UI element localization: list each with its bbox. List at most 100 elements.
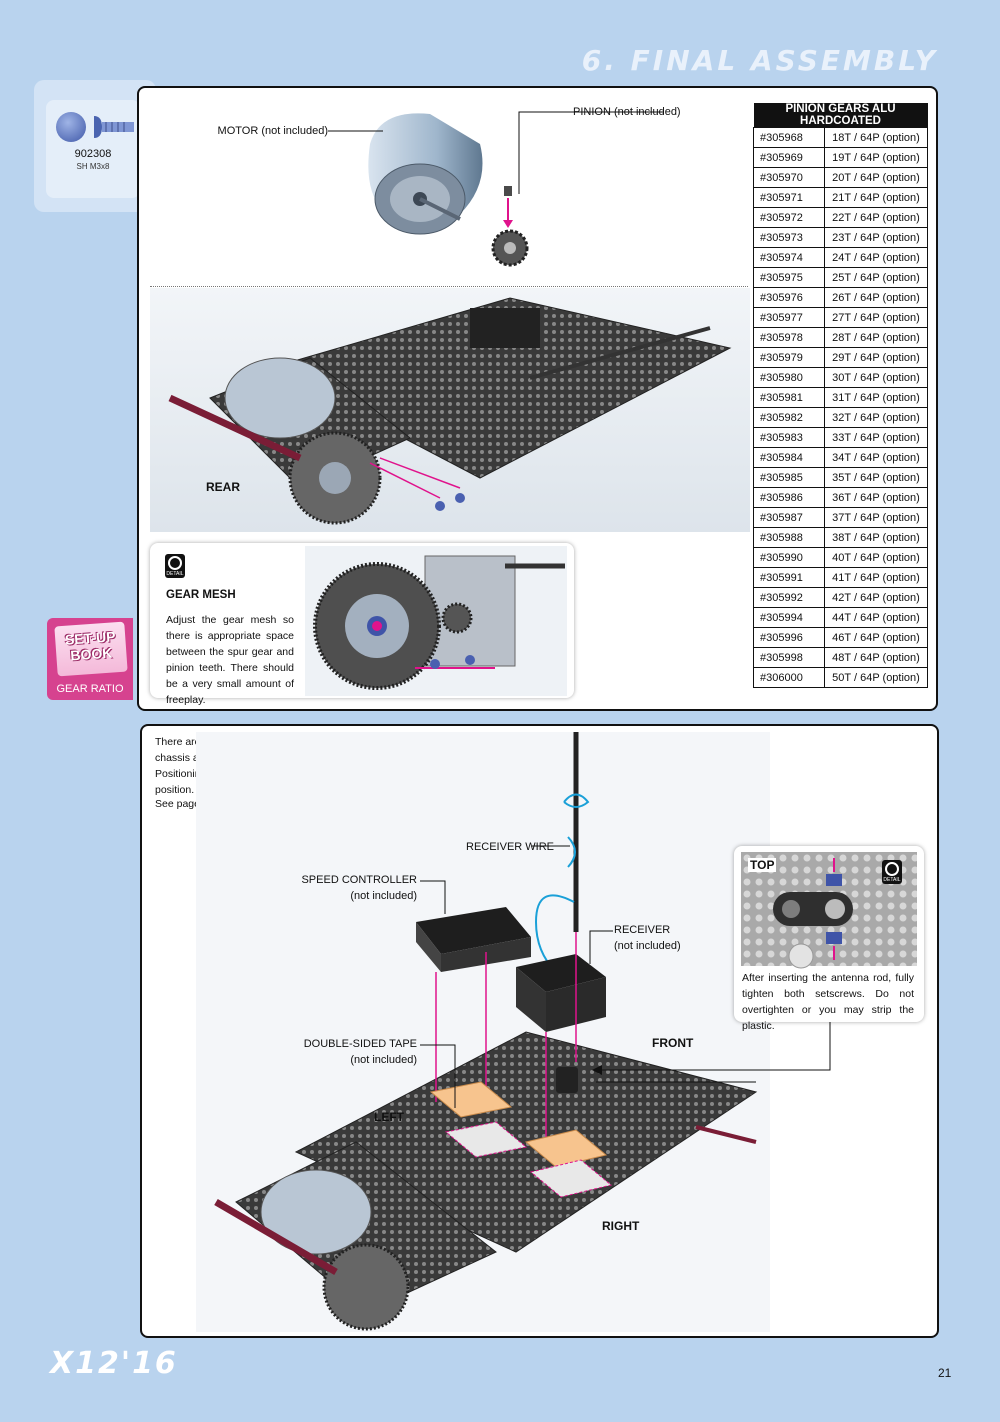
part-code-cell: #305991 bbox=[753, 567, 825, 588]
top-label: TOP bbox=[748, 858, 777, 872]
gear-spec-cell: 22T / 64P (option) bbox=[824, 207, 928, 228]
part-code-cell: #305986 bbox=[753, 487, 825, 508]
gear-spec-cell: 42T / 64P (option) bbox=[824, 587, 928, 608]
part-code-cell: #305974 bbox=[753, 247, 825, 268]
antenna-detail-text: After inserting the antenna rod, fully t… bbox=[742, 972, 914, 1032]
screw-side-icon bbox=[94, 116, 134, 138]
gear-spec-cell: 36T / 64P (option) bbox=[824, 487, 928, 508]
part-code-cell: #305987 bbox=[753, 507, 825, 528]
setup-book-icon: SET-UP BOOK bbox=[54, 621, 128, 677]
motor-leader-line bbox=[328, 130, 383, 132]
pinion-leader-line bbox=[518, 111, 664, 194]
part-code-cell: #305979 bbox=[753, 347, 825, 368]
part-code-cell: #305969 bbox=[753, 147, 825, 168]
gear-spec-cell: 50T / 64P (option) bbox=[824, 667, 928, 688]
front-label: FRONT bbox=[652, 1036, 694, 1050]
section-title: 6. FINAL ASSEMBLY bbox=[581, 44, 938, 77]
part-code-cell: #305983 bbox=[753, 427, 825, 448]
pinion-table-title: PINION GEARS ALU HARDCOATED bbox=[753, 103, 928, 128]
part-code-cell: #305978 bbox=[753, 327, 825, 348]
part-code-cell: #305971 bbox=[753, 187, 825, 208]
tape-label: DOUBLE-SIDED TAPE bbox=[303, 1038, 417, 1050]
gear-spec-cell: 31T / 64P (option) bbox=[824, 387, 928, 408]
antenna-detail-leader bbox=[592, 1022, 831, 1075]
part-code-cell: #306000 bbox=[753, 667, 825, 688]
part-code-cell: #305970 bbox=[753, 167, 825, 188]
part-code-cell: #305994 bbox=[753, 607, 825, 628]
part-code-cell: #305985 bbox=[753, 467, 825, 488]
screw-head-icon bbox=[56, 112, 86, 142]
part-code: 902308 bbox=[74, 148, 112, 160]
receiver-wire-leader bbox=[532, 845, 570, 847]
part-code-cell: #305982 bbox=[753, 407, 825, 428]
receiver-wire-label: RECEIVER WIRE bbox=[466, 841, 555, 853]
gear-spec-cell: 41T / 64P (option) bbox=[824, 567, 928, 588]
part-code-cell: #305996 bbox=[753, 627, 825, 648]
right-label: RIGHT bbox=[602, 1219, 640, 1233]
gear-spec-cell: 35T / 64P (option) bbox=[824, 467, 928, 488]
gear-spec-cell: 25T / 64P (option) bbox=[824, 267, 928, 288]
gear-spec-cell: 37T / 64P (option) bbox=[824, 507, 928, 528]
divider-line bbox=[150, 286, 748, 287]
gear-spec-cell: 30T / 64P (option) bbox=[824, 367, 928, 388]
pinion-gear-illustration bbox=[491, 186, 529, 267]
gear-mesh-title: GEAR MESH bbox=[166, 589, 236, 601]
gear-spec-cell: 19T / 64P (option) bbox=[824, 147, 928, 168]
receiver-leader bbox=[589, 930, 613, 964]
gear-spec-cell: 24T / 64P (option) bbox=[824, 247, 928, 268]
part-code-cell: #305981 bbox=[753, 387, 825, 408]
gear-mesh-illustration bbox=[305, 546, 567, 696]
part-code-cell: #305973 bbox=[753, 227, 825, 248]
receiver-note: (not included) bbox=[614, 940, 681, 952]
gear-spec-cell: 38T / 64P (option) bbox=[824, 527, 928, 548]
part-code-cell: #305992 bbox=[753, 587, 825, 608]
electronics-install-illustration bbox=[196, 732, 770, 1332]
part-code-cell: #305990 bbox=[753, 547, 825, 568]
gear-spec-cell: 28T / 64P (option) bbox=[824, 327, 928, 348]
motor-illustration bbox=[368, 113, 483, 235]
chassis-rear-illustration bbox=[150, 288, 750, 532]
receiver-label: RECEIVER bbox=[614, 924, 671, 936]
gear-spec-cell: 48T / 64P (option) bbox=[824, 647, 928, 668]
part-code-cell: #305984 bbox=[753, 447, 825, 468]
gear-spec-cell: 40T / 64P (option) bbox=[824, 547, 928, 568]
speed-controller-label: SPEED CONTROLLER bbox=[301, 874, 417, 886]
gear-spec-cell: 33T / 64P (option) bbox=[824, 427, 928, 448]
part-size: SH M3x8 bbox=[76, 162, 110, 171]
gear-spec-cell: 44T / 64P (option) bbox=[824, 607, 928, 628]
antenna-holder-detail bbox=[741, 852, 917, 969]
part-code-cell: #305998 bbox=[753, 647, 825, 668]
gear-spec-cell: 29T / 64P (option) bbox=[824, 347, 928, 368]
gear-mesh-text: Adjust the gear mesh so there is appropr… bbox=[166, 614, 294, 706]
page-number: 21 bbox=[938, 1366, 952, 1380]
gear-spec-cell: 32T / 64P (option) bbox=[824, 407, 928, 428]
motor-label: MOTOR (not included) bbox=[217, 125, 328, 137]
rear-label: REAR bbox=[206, 480, 241, 494]
part-code-cell: #305976 bbox=[753, 287, 825, 308]
gear-spec-cell: 46T / 64P (option) bbox=[824, 627, 928, 648]
part-code-cell: #305977 bbox=[753, 307, 825, 328]
